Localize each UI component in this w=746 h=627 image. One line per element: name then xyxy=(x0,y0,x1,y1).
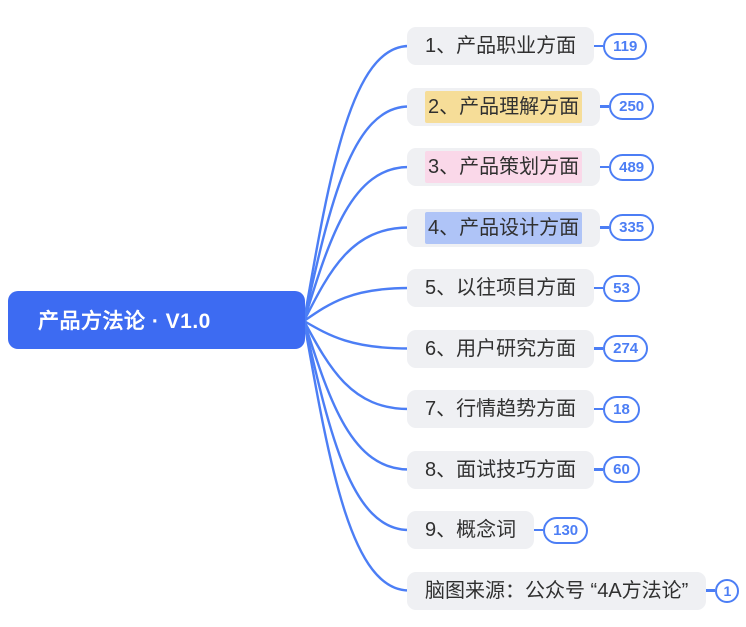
branch-row: 8、面试技巧方面 60 xyxy=(407,450,640,489)
topic-node[interactable]: 6、用户研究方面 xyxy=(407,329,595,368)
count-badge[interactable]: 53 xyxy=(603,274,640,302)
branch-edge xyxy=(302,319,411,592)
topic-label: 9、概念词 xyxy=(425,519,517,541)
count-badge[interactable]: 1 xyxy=(715,578,740,603)
count-badge[interactable]: 130 xyxy=(543,516,589,544)
badge-connector xyxy=(594,407,604,411)
branch-row: 7、行情趋势方面 18 xyxy=(407,390,640,428)
topic-node[interactable]: 脑图来源：公众号 “4A方法论” xyxy=(407,571,707,610)
badge-connector xyxy=(600,165,610,169)
topic-label: 5、以往项目方面 xyxy=(425,277,577,299)
topic-node[interactable]: 3、产品策划方面 xyxy=(407,148,601,186)
badge-connector xyxy=(594,44,604,48)
badge-connector xyxy=(594,347,604,350)
topic-node[interactable]: 9、概念词 xyxy=(407,511,535,549)
count-badge[interactable]: 274 xyxy=(603,335,649,362)
branch-row: 5、以往项目方面 53 xyxy=(407,269,640,307)
branch-edge xyxy=(302,319,411,350)
badge-connector xyxy=(594,286,604,290)
count-badge[interactable]: 60 xyxy=(603,456,640,483)
branch-row: 4、产品设计方面 335 xyxy=(407,208,655,247)
topic-label: 4、产品设计方面 xyxy=(425,211,583,244)
topic-node[interactable]: 5、以往项目方面 xyxy=(407,269,595,307)
branch-edge xyxy=(302,319,411,411)
count-badge[interactable]: 18 xyxy=(603,395,640,423)
branch-row: 3、产品策划方面 489 xyxy=(407,148,655,186)
branch-edge xyxy=(302,105,411,323)
root-node[interactable]: 产品方法论 · V1.0 xyxy=(8,291,305,349)
topic-label: 脑图来源：公众号 “4A方法论” xyxy=(425,579,689,602)
count-badge[interactable]: 335 xyxy=(609,214,655,241)
branch-row: 9、概念词 130 xyxy=(407,511,589,549)
topic-label: 3、产品策划方面 xyxy=(425,151,583,183)
topic-node[interactable]: 8、面试技巧方面 xyxy=(407,450,595,489)
topic-label: 8、面试技巧方面 xyxy=(425,458,577,481)
topic-label: 6、用户研究方面 xyxy=(425,337,577,360)
topic-node[interactable]: 1、产品职业方面 xyxy=(407,27,595,65)
topic-node[interactable]: 2、产品理解方面 xyxy=(407,87,601,126)
topic-node[interactable]: 7、行情趋势方面 xyxy=(407,390,595,428)
branch-row: 1、产品职业方面 119 xyxy=(407,27,648,65)
branch-edge xyxy=(302,319,411,532)
badge-connector xyxy=(706,589,716,592)
badge-connector xyxy=(600,105,610,108)
count-badge[interactable]: 250 xyxy=(609,93,655,120)
root-label: 产品方法论 · V1.0 xyxy=(38,310,211,333)
badge-connector xyxy=(600,226,610,229)
branch-row: 6、用户研究方面 274 xyxy=(407,329,649,368)
branch-row: 脑图来源：公众号 “4A方法论” 1 xyxy=(407,571,740,610)
branch-edge xyxy=(302,319,411,471)
branch-edge xyxy=(302,44,411,323)
topic-node[interactable]: 4、产品设计方面 xyxy=(407,208,601,247)
count-badge[interactable]: 119 xyxy=(603,32,648,60)
badge-connector xyxy=(534,528,544,532)
topic-label: 1、产品职业方面 xyxy=(425,35,577,57)
branch-edge xyxy=(302,165,411,323)
topic-label: 2、产品理解方面 xyxy=(425,90,583,123)
topic-label: 7、行情趋势方面 xyxy=(425,398,577,420)
branch-edge xyxy=(302,286,411,323)
count-badge[interactable]: 489 xyxy=(609,153,655,181)
badge-connector xyxy=(594,468,604,471)
branch-edge xyxy=(302,226,411,323)
branch-row: 2、产品理解方面 250 xyxy=(407,87,655,126)
